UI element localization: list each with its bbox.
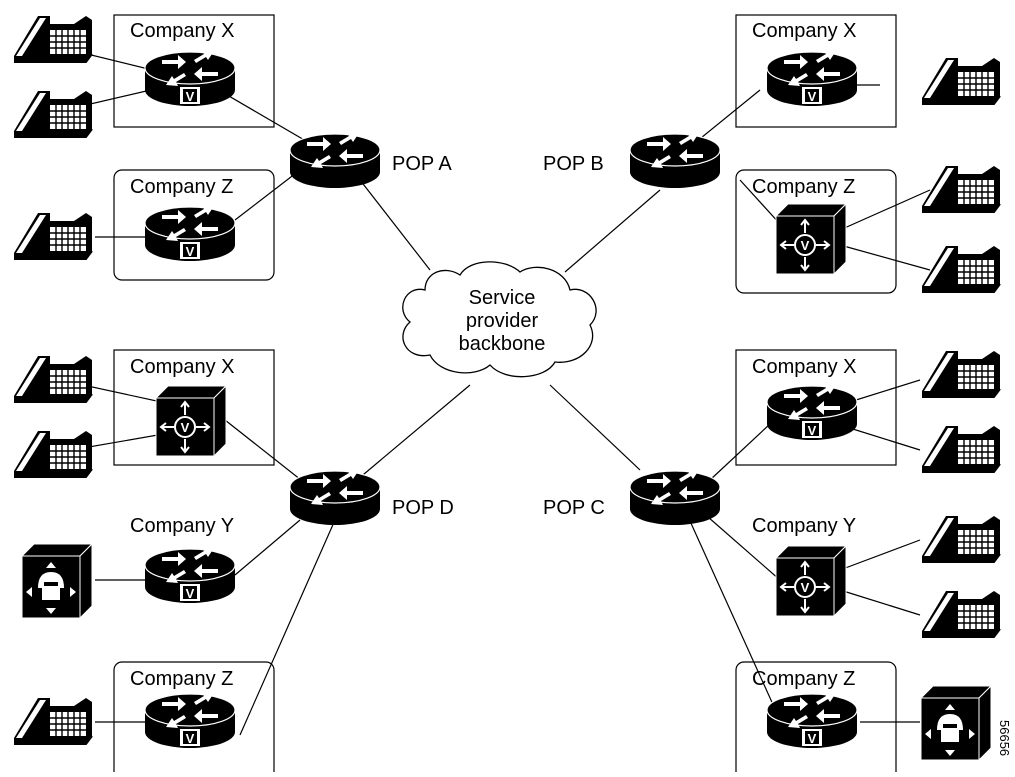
figure-number: 56656 — [997, 720, 1012, 757]
cloud-label-line-1: Service — [468, 287, 536, 309]
pbx-icon — [920, 685, 992, 761]
site-label-c-mid: Company Y — [752, 515, 857, 537]
pop-d-router-icon — [290, 469, 380, 525]
site-label-a-bottom: Company Z — [130, 176, 234, 198]
voice-router-icon — [145, 692, 235, 748]
site-label-b-bottom: Company Z — [752, 176, 856, 198]
telephone-icon — [13, 697, 93, 745]
voice-router-icon — [145, 50, 235, 106]
telephone-icon — [921, 515, 1001, 563]
telephone-icon — [13, 15, 93, 63]
pbx-icon — [21, 543, 93, 619]
site-boxes — [113, 14, 897, 777]
telephone-icon — [13, 355, 93, 403]
pop-c-label: POP C — [543, 497, 605, 519]
cloud-label: Service provider backbone — [432, 287, 572, 356]
site-label-d-bottom: Company Z — [130, 668, 234, 690]
site-label-a-top: Company X — [130, 20, 235, 42]
site-label-b-top: Company X — [752, 20, 857, 42]
telephone-icon — [921, 590, 1001, 638]
site-label-d-mid: Company Y — [130, 515, 235, 537]
pop-d-label: POP D — [392, 497, 454, 519]
site-label-d-top: Company X — [130, 356, 235, 378]
voice-router-icon — [145, 547, 235, 603]
cloud-icon — [402, 261, 597, 378]
telephone-icon — [921, 425, 1001, 473]
telephone-icon — [921, 57, 1001, 105]
pop-c-router-icon — [630, 469, 720, 525]
telephone-icon — [13, 212, 93, 260]
voice-router-icon — [767, 692, 857, 748]
cloud-label-line-2: provider — [465, 310, 539, 332]
pop-b-label: POP B — [543, 153, 604, 175]
telephone-icon — [13, 430, 93, 478]
site-label-c-bottom: Company Z — [752, 668, 856, 690]
voice-switch-icon — [775, 545, 847, 617]
pop-a-router-icon — [290, 132, 380, 188]
telephone-icon — [921, 350, 1001, 398]
site-label-c-top: Company X — [752, 356, 857, 378]
voice-router-icon — [145, 205, 235, 261]
voice-router-icon — [767, 384, 857, 440]
telephone-icon — [921, 245, 1001, 293]
telephone-icon — [921, 165, 1001, 213]
voice-router-icon — [767, 50, 857, 106]
voice-switch-icon — [155, 385, 227, 457]
pop-b-router-icon — [630, 132, 720, 188]
voice-switch-icon — [775, 203, 847, 275]
pop-a-label: POP A — [392, 153, 452, 175]
cloud-label-line-3: backbone — [458, 333, 546, 355]
telephone-icon — [13, 90, 93, 138]
